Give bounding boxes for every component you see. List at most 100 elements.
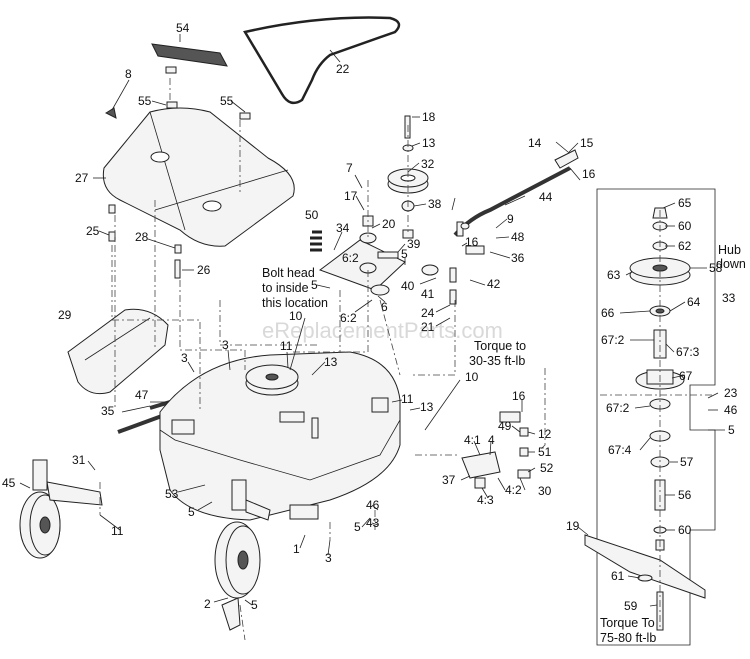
callout-5: 5 [401, 247, 408, 261]
callout-49: 49 [498, 419, 512, 433]
note-hub-down: Hub down [716, 243, 746, 271]
note-bolt-head: Bolt head to inside this location [262, 266, 328, 310]
callout-37: 37 [442, 473, 456, 487]
callout-31: 31 [72, 453, 86, 467]
watermark: eReplacementParts.com [262, 318, 503, 343]
callout-46: 46 [724, 403, 738, 417]
note-torque-30-35: Torque to 30-35 ft-lb [469, 339, 526, 368]
callout-27: 27 [75, 171, 89, 185]
svg-text:Bolt head: Bolt head [262, 266, 315, 280]
decal-54 [151, 43, 228, 67]
svg-text:this location: this location [262, 296, 328, 310]
callout-11: 11 [111, 524, 124, 538]
callout-4:1: 4:1 [464, 433, 481, 447]
callout-57: 57 [680, 455, 694, 469]
callout-34: 34 [336, 221, 350, 235]
callout-41: 41 [421, 287, 435, 301]
callout-6:2: 6:2 [340, 311, 357, 325]
callout-20: 20 [382, 217, 396, 231]
callout-46: 46 [366, 498, 380, 512]
callout-35: 35 [101, 404, 115, 418]
alignment-lines [99, 78, 715, 641]
callout-36: 36 [511, 251, 525, 265]
callout-30: 30 [538, 484, 552, 498]
svg-text:Torque To: Torque To [600, 616, 655, 630]
callout-1: 1 [293, 542, 300, 556]
callout-67:3: 67:3 [676, 345, 700, 359]
callout-58: 58 [709, 261, 723, 275]
callout-67:2: 67:2 [606, 401, 630, 415]
callout-23: 23 [724, 386, 738, 400]
callout-13: 13 [324, 355, 338, 369]
callout-18: 18 [422, 110, 436, 124]
caster-wheel-front [214, 479, 271, 631]
callout-50: 50 [305, 208, 319, 222]
callout-4: 4 [488, 433, 495, 447]
callout-13: 13 [420, 400, 434, 414]
caster-wheel-45 [19, 459, 103, 559]
callout-2: 2 [204, 597, 211, 611]
callout-52: 52 [540, 461, 554, 475]
callout-10: 10 [465, 370, 479, 384]
callout-21: 21 [421, 320, 435, 334]
callout-29: 29 [58, 308, 72, 322]
callout-5: 5 [188, 505, 195, 519]
callout-61: 61 [611, 569, 625, 583]
callout-4:2: 4:2 [505, 483, 522, 497]
callout-14: 14 [528, 136, 542, 150]
callout-11: 11 [280, 339, 293, 353]
callout-5: 5 [251, 598, 258, 612]
belt-cover-27 [102, 107, 295, 247]
callout-17: 17 [344, 189, 358, 203]
callout-5: 5 [354, 520, 361, 534]
callout-10: 10 [289, 309, 303, 323]
callout-67: 67 [679, 369, 693, 383]
callout-45: 45 [2, 476, 16, 490]
callout-labels: 54 22 8 55 55 27 25 28 26 18 13 32 7 17 … [2, 21, 738, 613]
belt-22 [243, 16, 401, 105]
callout-64: 64 [687, 295, 701, 309]
callout-3: 3 [222, 338, 229, 352]
svg-text:Hub: Hub [718, 243, 741, 257]
callout-59: 59 [624, 599, 638, 613]
callout-47: 47 [135, 388, 149, 402]
callout-60: 60 [678, 219, 692, 233]
callout-15: 15 [580, 136, 594, 150]
callout-67:4: 67:4 [608, 443, 632, 457]
svg-text:75-80 ft-lb: 75-80 ft-lb [600, 631, 656, 645]
callout-32: 32 [421, 157, 435, 171]
callout-3: 3 [181, 351, 188, 365]
callout-6: 6 [381, 300, 388, 314]
callout-42: 42 [487, 277, 501, 291]
svg-text:Torque to: Torque to [474, 339, 526, 353]
callout-55: 55 [220, 94, 234, 108]
callout-7: 7 [346, 161, 353, 175]
callout-67:2: 67:2 [601, 333, 625, 347]
callout-16: 16 [465, 235, 479, 249]
callout-53: 53 [165, 487, 179, 501]
callout-40: 40 [401, 279, 415, 293]
linkage-rod-44 [421, 149, 579, 276]
callout-38: 38 [428, 197, 442, 211]
callout-24: 24 [421, 306, 435, 320]
callout-9: 9 [507, 212, 514, 226]
callout-48: 48 [511, 230, 525, 244]
callout-54: 54 [176, 21, 190, 35]
callout-11: 11 [401, 392, 414, 406]
callout-6:2: 6:2 [342, 251, 359, 265]
svg-text:30-35 ft-lb: 30-35 ft-lb [469, 354, 525, 368]
callout-63: 63 [607, 268, 621, 282]
bracket-4 [461, 411, 531, 489]
callout-33: 33 [722, 291, 736, 305]
note-torque-75-80: Torque To 75-80 ft-lb [600, 616, 656, 645]
callout-28: 28 [135, 230, 149, 244]
callout-55: 55 [138, 94, 152, 108]
callout-51: 51 [538, 445, 552, 459]
callout-12: 12 [538, 427, 552, 441]
callout-8: 8 [125, 67, 132, 81]
callout-16: 16 [582, 167, 596, 181]
callout-60: 60 [678, 523, 692, 537]
callout-13: 13 [422, 136, 436, 150]
callout-44: 44 [539, 190, 553, 204]
